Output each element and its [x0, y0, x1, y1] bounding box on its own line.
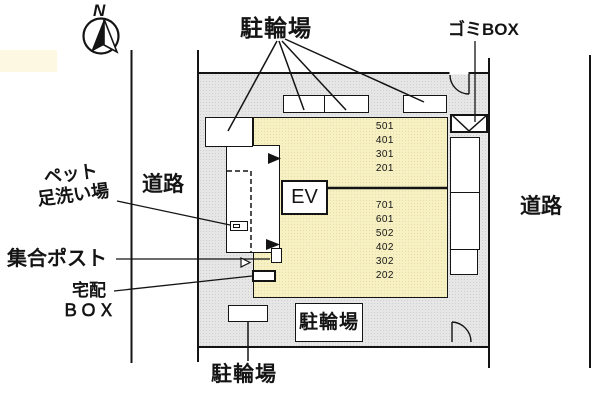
leader-bike-top-2	[278, 40, 305, 111]
unit-number: 201	[375, 163, 394, 175]
unit-number: 701	[375, 200, 394, 211]
unit-number: 501	[375, 121, 394, 132]
leader-bike-top-4	[284, 38, 425, 103]
unit-numbers-upper: 501 401 301 201	[370, 121, 394, 177]
road-right-label: 道路	[520, 195, 562, 218]
bike-parking-bottom-label: 駐輪場	[211, 363, 277, 386]
garbage-box-label: ゴミBOX	[448, 20, 519, 39]
unit-number: 401	[375, 135, 394, 147]
unit-number: 301	[375, 149, 394, 161]
elevator-label: EV	[291, 186, 318, 208]
unit-numbers-lower: 701 601 502 402 302 202	[370, 200, 394, 285]
elevator-box: EV	[281, 180, 328, 215]
bike-rack-top-3	[403, 95, 447, 113]
door-arc-bottom-icon	[451, 321, 472, 343]
mail-post-box	[271, 248, 282, 263]
arrow-right-top-icon	[268, 153, 281, 164]
unit-number: 402	[375, 242, 394, 254]
unit-number: 202	[375, 270, 394, 282]
compass-needle-dark	[91, 19, 104, 52]
leader-delivery-box	[113, 275, 253, 292]
pet-wash-faucet	[233, 224, 240, 228]
bike-rack-left	[205, 117, 253, 147]
unit-number: 502	[375, 228, 394, 240]
door-gap-top	[449, 70, 469, 75]
mail-post-label: 集合ポスト	[7, 248, 107, 270]
bike-parking-boxed-label: 駐輪場	[298, 311, 359, 333]
unit-number: 302	[375, 256, 394, 268]
bike-parking-top-label: 駐輪場	[240, 15, 312, 41]
leader-pet-wash	[116, 200, 231, 226]
bike-parking-boxed-label-box: 駐輪場	[295, 303, 363, 342]
delivery-locker	[252, 270, 276, 282]
garbage-box-flap-icon	[451, 114, 488, 133]
unit-number: 601	[375, 214, 394, 226]
corridor-dashed-path	[227, 170, 252, 252]
arrow-outline-icon	[240, 257, 252, 268]
door-arc-top-icon	[449, 74, 470, 95]
arrow-right-bottom-icon	[266, 239, 280, 250]
delivery-box-label: 宅配 ＢＯＸ	[56, 281, 122, 320]
bike-rack-bottom	[228, 305, 268, 322]
pale-margin-block	[0, 50, 57, 72]
road-left-label: 道路	[142, 173, 184, 196]
compass-north-label: N	[93, 1, 106, 20]
entrance-corridor	[226, 145, 280, 253]
balcony-middle	[450, 192, 480, 250]
delivery-box-label-line2: ＢＯＸ	[62, 300, 116, 320]
compass-needle-light	[103, 18, 119, 54]
delivery-box-label-line1: 宅配	[72, 281, 106, 300]
leader-bike-top-3	[281, 40, 347, 111]
leader-bike-top-1	[227, 40, 278, 132]
balcony-lower	[450, 249, 478, 275]
